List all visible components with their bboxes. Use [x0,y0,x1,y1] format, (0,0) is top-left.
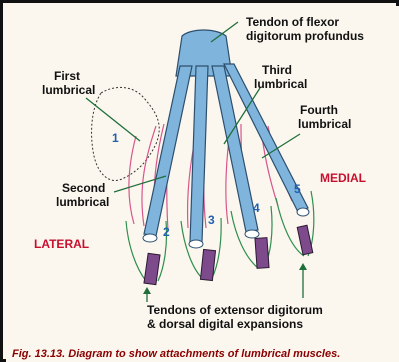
tendon-tip [297,208,309,216]
label-extensor-line1: Tendons of extensor digitorum [147,304,323,316]
label-third-lumbrical-line2: lumbrical [254,78,307,90]
number-2: 2 [163,225,170,239]
label-tendon-fdp-line1: Tendon of flexor [246,16,339,28]
number-3: 3 [208,213,215,227]
label-first-lumbrical-line1: First [54,70,80,82]
tendon-tip [189,240,203,248]
label-lateral: LATERAL [34,238,89,250]
label-fourth-lumbrical-line2: lumbrical [298,118,351,130]
label-third-lumbrical-line1: Third [262,64,292,76]
tendon-tip [245,230,259,238]
lumbrical-diagram: 1 2 3 4 5 Tendon of flexor digitorum pro… [6,6,399,362]
number-4: 4 [253,201,260,215]
label-first-lumbrical-line2: lumbrical [42,84,95,96]
label-second-lumbrical-line2: lumbrical [56,196,109,208]
number-1: 1 [112,131,119,145]
label-tendon-fdp-line2: digitorum profundus [246,30,364,42]
tendon-tip [143,234,157,242]
finger-stump [255,238,269,269]
number-5: 5 [294,182,301,196]
label-fourth-lumbrical-line1: Fourth [300,104,338,116]
label-extensor-line2: & dorsal digital expansions [147,318,303,330]
label-medial: MEDIAL [320,172,366,184]
label-second-lumbrical-line1: Second [62,182,105,194]
figure-caption: Fig. 13.13. Diagram to show attachments … [12,348,340,360]
finger-stump [200,249,215,280]
